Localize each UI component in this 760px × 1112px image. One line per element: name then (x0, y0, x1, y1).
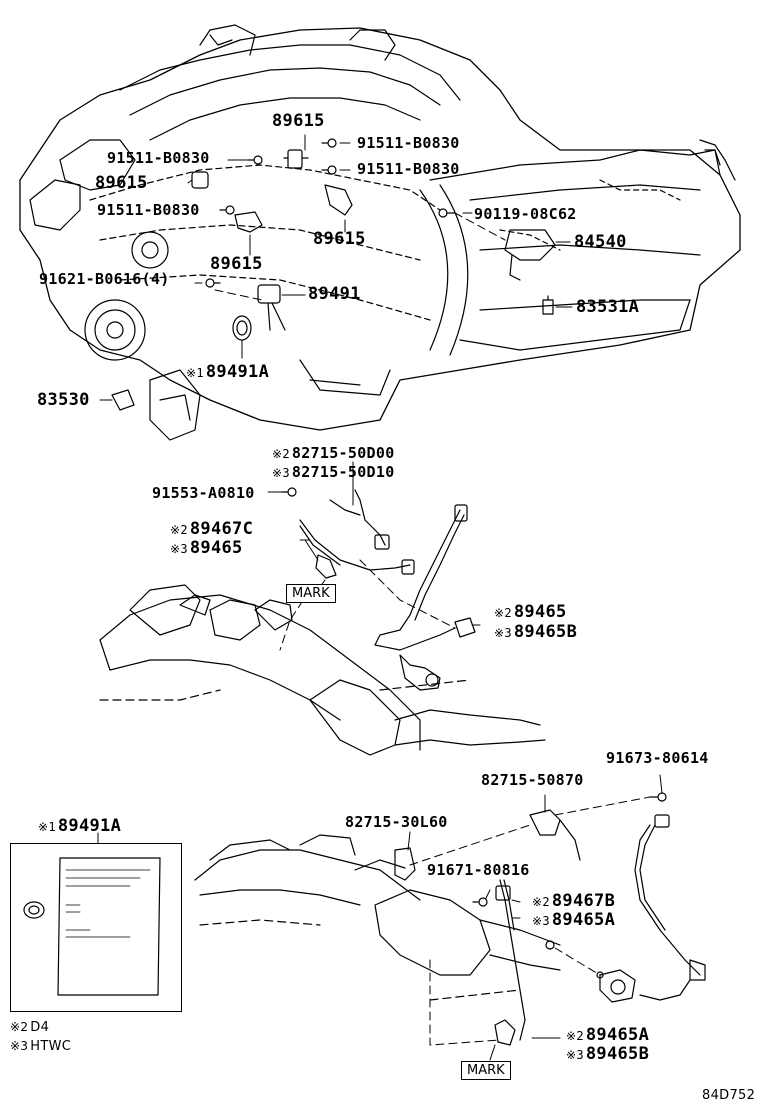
bottom-exhaust-drawing (194, 792, 706, 1046)
label-89465-left-text: 89465 (189, 538, 243, 558)
label-82715-50d10-text: 82715-50D10 (291, 463, 395, 481)
label-89615-mid: 89615 (313, 229, 366, 249)
note-mark-2: ※2 (494, 606, 512, 620)
label-91621-b0616: 91621-B0616(4) (39, 270, 170, 288)
legend-htwc-text: HTWC (30, 1039, 72, 1054)
mark-label-1: MARK (286, 584, 336, 603)
label-89465a-upper-text: 89465A (551, 910, 616, 930)
label-89615-bottom: 89615 (210, 254, 263, 274)
note-mark-3: ※3 (272, 466, 290, 480)
label-89467b-text: 89467B (551, 891, 616, 911)
engine-parts (111, 138, 556, 411)
label-91511-b0830-d: 91511-B0830 (97, 201, 200, 219)
label-89615-left: 89615 (95, 173, 148, 193)
note-box (10, 843, 182, 1012)
figure-code: 84D752 (702, 1088, 756, 1103)
label-89491: 89491 (308, 284, 361, 304)
note-mark-1: ※1 (186, 366, 204, 380)
label-91511-b0830-b: 91511-B0830 (107, 149, 210, 167)
note-mark-2: ※2 (566, 1029, 584, 1043)
label-91511-b0830-a: 91511-B0830 (357, 134, 460, 152)
label-89465b-lower-text: 89465B (585, 1044, 650, 1064)
middle-leader-lines (267, 461, 481, 651)
label-91511-b0830-c: 91511-B0830 (357, 160, 460, 178)
label-89491a-box-text: 89491A (57, 816, 122, 836)
label-91553-a0810: 91553-A0810 (152, 484, 255, 502)
label-89465a-lower-text: 89465A (585, 1025, 650, 1045)
label-91671-80816: 91671-80816 (427, 861, 530, 879)
note-mark-2: ※2 (10, 1020, 29, 1034)
label-82715-30l60: 82715-30L60 (345, 813, 448, 831)
label-82715-50d00-text: 82715-50D00 (291, 444, 395, 462)
note-mark-3: ※3 (494, 626, 512, 640)
engine-assembly-drawing (19, 24, 741, 441)
note-mark-2: ※2 (532, 895, 550, 909)
label-82715-50870: 82715-50870 (481, 771, 584, 789)
label-89465-right-text: 89465 (513, 602, 567, 622)
label-83531a: 83531A (576, 297, 640, 317)
label-83530: 83530 (37, 390, 90, 410)
label-89615-top: 89615 (272, 111, 325, 131)
label-91673-80614: 91673-80614 (606, 749, 709, 767)
legend-d4-text: D4 (30, 1020, 50, 1035)
label-90119-08c62: 90119-08C62 (474, 205, 577, 223)
label-89491a-text: 89491A (205, 362, 270, 382)
middle-exhaust-drawing (99, 487, 546, 756)
note-mark-3: ※3 (566, 1048, 584, 1062)
note-mark-1: ※1 (38, 820, 56, 834)
note-box-drawing (23, 857, 161, 996)
engine-leader-lines (99, 134, 573, 401)
label-84540: 84540 (574, 232, 627, 252)
note-mark-3: ※3 (170, 542, 188, 556)
mark-label-2: MARK (461, 1061, 511, 1080)
label-89465b-right-text: 89465B (513, 622, 578, 642)
note-mark-2: ※2 (170, 523, 188, 537)
note-mark-3: ※3 (532, 914, 550, 928)
note-mark-2: ※2 (272, 447, 290, 461)
note-mark-3: ※3 (10, 1039, 29, 1053)
bottom-leader-lines (97, 774, 663, 1061)
label-89467c-text: 89467C (189, 519, 254, 539)
